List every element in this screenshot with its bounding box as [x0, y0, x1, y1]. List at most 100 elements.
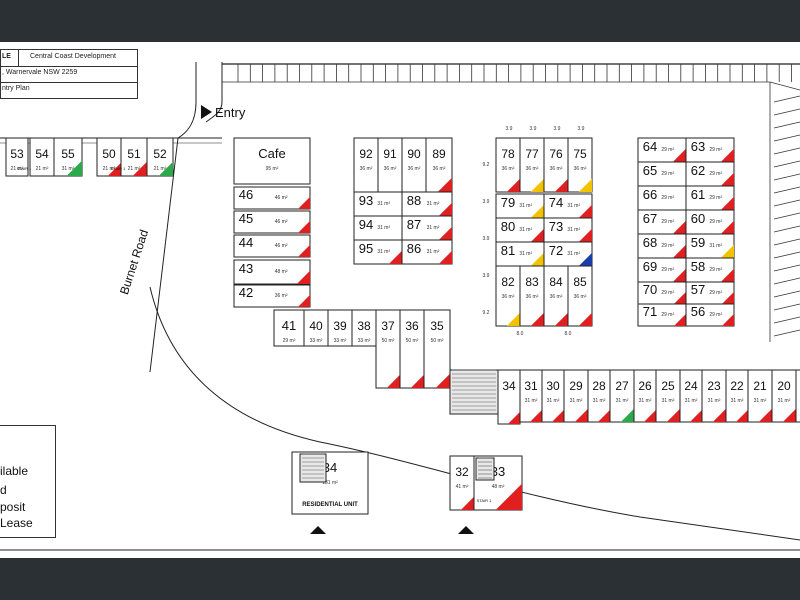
- arrow-icon: [458, 526, 474, 534]
- unit-outline: [327, 309, 353, 347]
- unit-area: 21 m²: [128, 166, 141, 172]
- status-flag-leased: [507, 411, 520, 424]
- unit-area: 50 m²: [382, 338, 395, 344]
- unit-area: 33 m²: [310, 338, 323, 344]
- status-flag-leased: [297, 220, 310, 233]
- unit-number: 53: [10, 147, 24, 161]
- unit-number: 56: [691, 304, 705, 319]
- dimension-label: 3.9: [483, 236, 490, 242]
- unit-34[interactable]: 34: [497, 369, 521, 425]
- title-block-rule: [0, 82, 138, 83]
- unit-outline: [795, 369, 800, 423]
- dimension-label: 8.0: [565, 331, 572, 337]
- parking-bay-line: [773, 186, 800, 194]
- unit-number: 20: [777, 379, 791, 393]
- unit-area: 29 m²: [661, 267, 674, 273]
- unit-area: 31 m²: [62, 166, 75, 172]
- status-flag-available: [620, 408, 634, 422]
- unit-number: 87: [407, 217, 421, 232]
- status-flag-leased: [735, 409, 748, 422]
- unit-area: 48 m²: [275, 269, 288, 275]
- unit-outline: [303, 309, 329, 347]
- residential-unit-label: RESIDENTIAL UNIT: [302, 502, 358, 508]
- title-block: [0, 49, 138, 99]
- unit-19[interactable]: 1931 m²: [795, 369, 800, 423]
- status-flag-leased: [721, 291, 734, 304]
- unit-number: 76: [549, 147, 563, 161]
